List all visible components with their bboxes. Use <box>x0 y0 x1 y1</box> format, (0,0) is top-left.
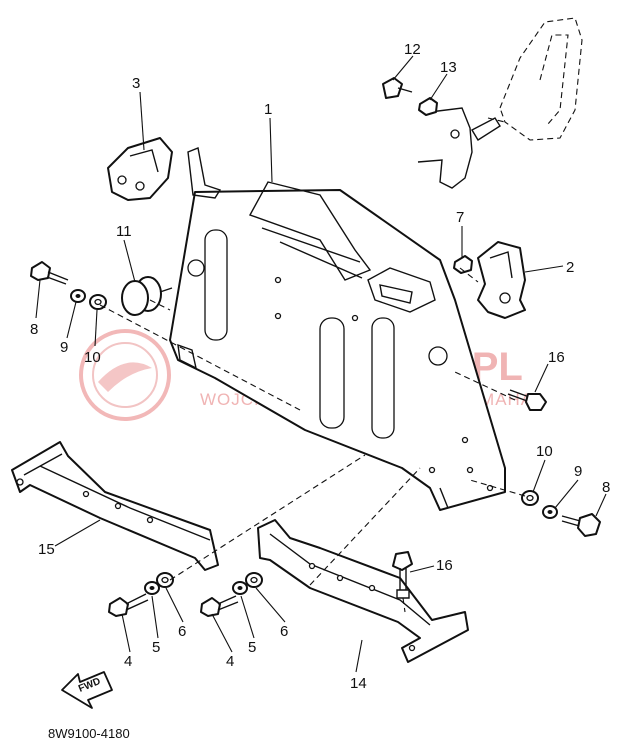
watermark-logo-ring <box>79 329 171 421</box>
callout-13: 13 <box>440 59 457 76</box>
callout-14: 14 <box>350 675 367 692</box>
callout-7: 7 <box>456 209 464 226</box>
callout-16-right: 16 <box>548 349 565 366</box>
callout-4-middle: 4 <box>226 653 234 670</box>
part-1-mount-frame <box>169 147 506 511</box>
callout-8-left: 8 <box>30 321 38 338</box>
callout-8-right: 8 <box>602 479 610 496</box>
watermark-logo-inner <box>92 342 158 408</box>
part-8-bolt-left <box>30 261 69 285</box>
callout-3: 3 <box>132 75 140 92</box>
assembly-lines <box>99 267 526 613</box>
part-12-bolt <box>382 77 413 99</box>
callout-15: 15 <box>38 541 55 558</box>
part-6-washer-middle <box>245 572 263 588</box>
callout-6-middle: 6 <box>280 623 288 640</box>
part-11-damper <box>121 276 173 316</box>
part-15-rail-left <box>11 441 219 571</box>
part-14-rail-right <box>257 519 469 663</box>
callout-9-right: 9 <box>574 463 582 480</box>
part-6-washer-left <box>156 572 174 588</box>
callout-4-left: 4 <box>124 653 132 670</box>
callout-12: 12 <box>404 41 421 58</box>
part-2-bracket <box>477 241 526 319</box>
handle-assembly <box>417 17 583 189</box>
callout-6-left: 6 <box>178 623 186 640</box>
part-16-bolt-center <box>392 551 413 599</box>
part-9-washer-left <box>70 289 86 303</box>
watermark-logo-swoosh <box>98 362 152 392</box>
part-9-washer-right <box>542 505 558 519</box>
callout-16-center: 16 <box>436 557 453 574</box>
part-5-washer-left <box>144 581 160 595</box>
part-10-washer-right <box>521 490 539 506</box>
callout-9-left: 9 <box>60 339 68 356</box>
callout-labels: 1 2 3 4 4 5 5 6 6 7 8 8 9 9 10 10 11 12 … <box>30 41 610 692</box>
part-4-bolt-middle <box>200 595 239 617</box>
part-16-bolt-right <box>507 389 547 411</box>
diagram-code: 8W9100-4180 <box>48 726 130 741</box>
callout-5-left: 5 <box>152 639 160 656</box>
part-5-washer-middle <box>232 581 248 595</box>
part-4-bolt-left <box>108 593 149 617</box>
part-3-bracket <box>107 137 173 201</box>
part-8-bolt-right <box>561 513 601 537</box>
callout-11: 11 <box>116 223 132 240</box>
callout-5-middle: 5 <box>248 639 256 656</box>
fwd-arrow-icon: FWD <box>61 671 113 709</box>
leader-lines <box>35 55 607 673</box>
callout-2: 2 <box>566 259 574 276</box>
part-13-nut <box>418 97 438 116</box>
callout-1: 1 <box>264 101 272 118</box>
callout-10-left: 10 <box>84 349 101 366</box>
part-7-nut <box>453 255 473 274</box>
callout-10-right: 10 <box>536 443 553 460</box>
